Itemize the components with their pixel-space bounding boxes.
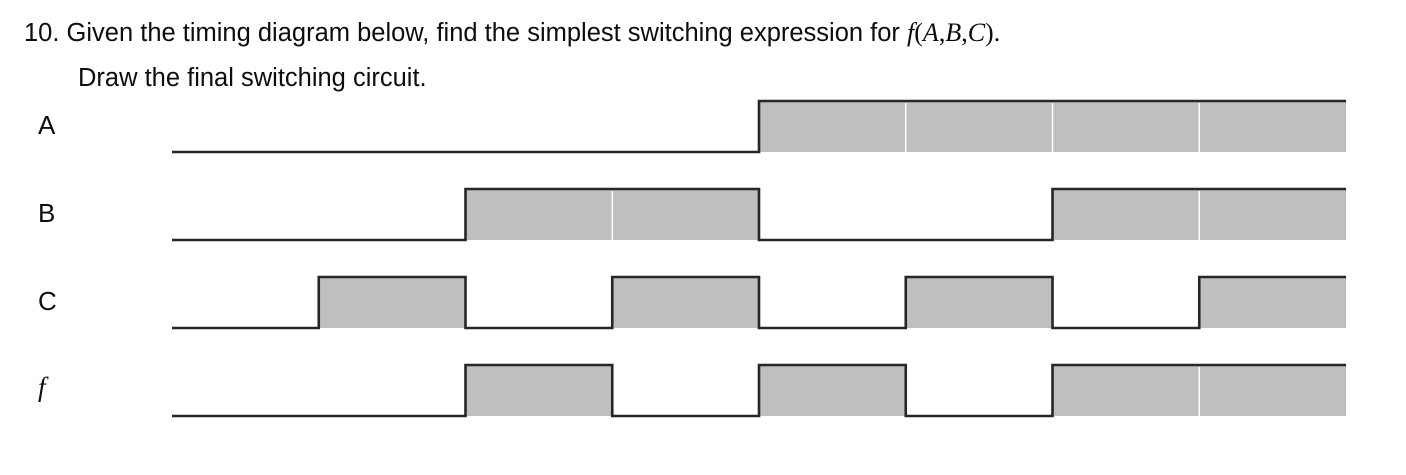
wave-label-f: f (38, 372, 46, 402)
wave-row-c: C (0, 264, 1406, 352)
high-block (612, 277, 759, 328)
wave-label-b: B (38, 198, 56, 228)
high-block (759, 365, 906, 416)
waveform-signal-c (172, 275, 1346, 330)
function-symbol-f: f (907, 18, 915, 47)
waveform-signal-b (172, 187, 1346, 242)
signal-trace (172, 187, 1346, 242)
signal-trace (172, 99, 1346, 154)
wave-row-b: B (0, 176, 1406, 264)
variable-b: B (945, 18, 962, 47)
question-line-1-text: 10. Given the timing diagram below, find… (24, 19, 908, 47)
high-block (905, 277, 1053, 328)
high-block (318, 277, 466, 328)
paren-close: ). (985, 18, 1001, 47)
signal-trace (172, 275, 1346, 330)
waveform-signal-f (172, 363, 1346, 418)
wave-label-a: A (38, 110, 56, 140)
paren-open: ( (914, 18, 923, 47)
high-block (465, 365, 613, 416)
variable-a: A (922, 18, 939, 47)
question-line-1: 10. Given the timing diagram below, find… (24, 17, 1000, 50)
signal-trace (172, 363, 1346, 418)
wave-row-a: A (0, 88, 1406, 176)
variable-c: C (967, 18, 986, 47)
waveform-signal-a (172, 99, 1346, 154)
high-block (1199, 277, 1346, 328)
wave-label-c: C (38, 286, 57, 316)
comma-1: , (938, 18, 946, 47)
question-line-2: Draw the final switching circuit. (78, 64, 427, 92)
comma-2: , (961, 18, 968, 47)
wave-row-f: f (0, 352, 1406, 440)
